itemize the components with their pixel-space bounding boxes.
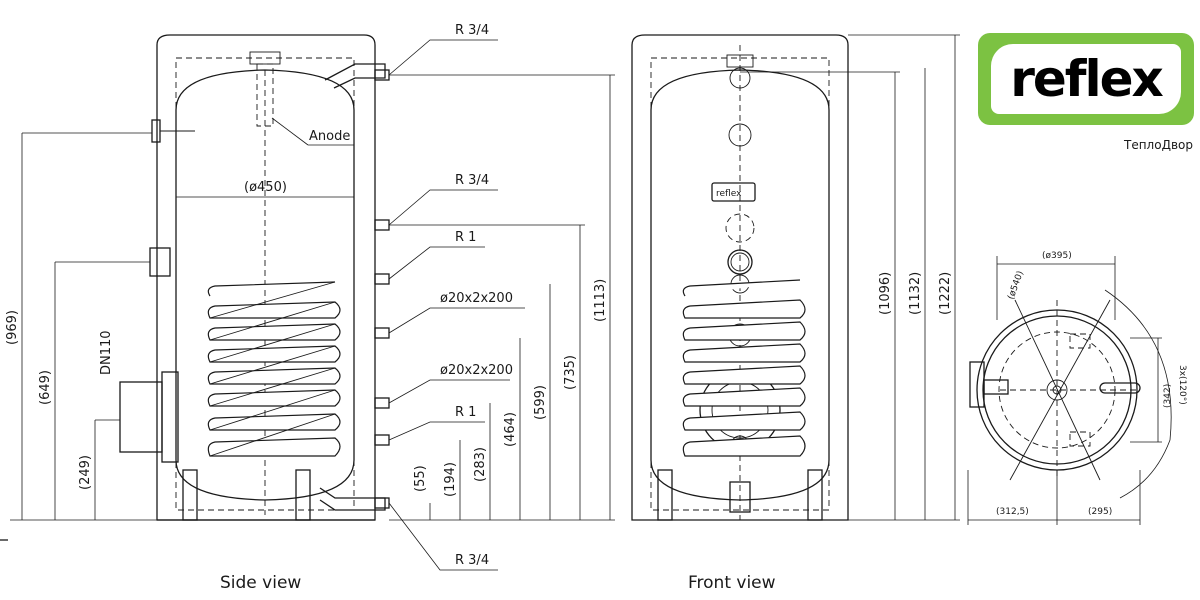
flange-label: DN110	[99, 330, 114, 375]
dim-283: (283)	[473, 447, 488, 482]
dim-969: (969)	[5, 310, 20, 345]
diameter-label: (ø450)	[244, 180, 287, 195]
dim-295: (295)	[1088, 507, 1112, 517]
dim-1113: (1113)	[593, 279, 608, 322]
company-name: ТеплоДвор	[1124, 138, 1193, 152]
dim-312-5: (312,5)	[996, 507, 1029, 517]
conn-label-5: ø20x2x200	[440, 363, 513, 378]
dim-d395: (ø395)	[1042, 251, 1072, 261]
dim-55: (55)	[413, 465, 428, 492]
conn-label-1: R 3/4	[455, 23, 489, 38]
dim-1096: (1096)	[878, 272, 893, 315]
front-view-caption: Front view	[688, 573, 776, 593]
front-badge-text: reflex	[716, 189, 742, 199]
dim-194: (194)	[443, 462, 458, 497]
front-tank	[650, 69, 830, 501]
reflex-logo: reflex	[978, 33, 1194, 125]
side-tank	[175, 69, 355, 501]
side-casing	[156, 34, 376, 521]
front-heat-exchanger-coil	[682, 279, 806, 457]
side-view-caption: Side view	[220, 573, 301, 593]
dim-735: (735)	[563, 355, 578, 390]
dim-599: (599)	[533, 385, 548, 420]
side-view: R 3/4 R 3/4 R 1 ø20x2x200 ø20x2x200 R 1 …	[0, 23, 615, 593]
dim-1222: (1222)	[938, 272, 953, 315]
side-heat-exchanger-coil	[207, 281, 341, 457]
conn-label-2: R 3/4	[455, 173, 489, 188]
top-view: (ø395) (ø540) (342) 3x(120°) (312,5) (29…	[967, 251, 1187, 525]
anode-label: Anode	[309, 129, 350, 144]
front-casing	[631, 34, 849, 521]
front-view: reflex (1096) (1132) (1222) Front view	[631, 34, 960, 593]
dim-249: (249)	[78, 455, 93, 490]
conn-label-7: R 3/4	[455, 553, 489, 568]
reflex-logo-inner: reflex	[991, 44, 1181, 114]
dim-1132: (1132)	[908, 272, 923, 315]
conn-label-4: ø20x2x200	[440, 291, 513, 306]
front-reflex-badge	[711, 182, 756, 202]
reflex-logo-text: reflex	[1010, 50, 1164, 108]
dim-649: (649)	[38, 370, 53, 405]
conn-label-6: R 1	[455, 405, 476, 420]
dim-342: (342)	[1163, 384, 1173, 408]
dim-464: (464)	[503, 412, 518, 447]
dim-3x120: 3x(120°)	[1177, 365, 1187, 405]
dim-d540: (ø540)	[1006, 270, 1026, 301]
conn-label-3: R 1	[455, 230, 476, 245]
